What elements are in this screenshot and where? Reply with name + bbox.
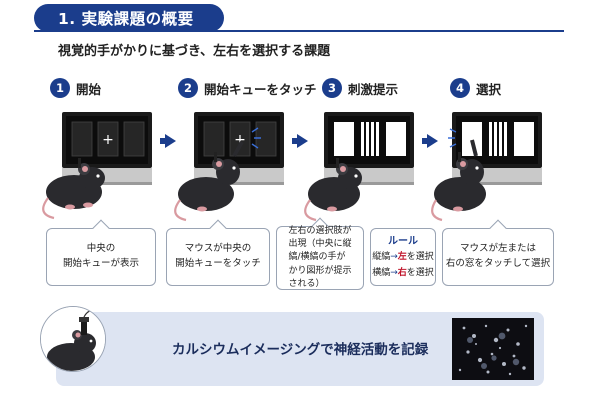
rule-box: ルール 縦縞→左を選択 横縞→右を選択 <box>370 228 436 286</box>
callout-step-3-text: 左右の選択肢が 出現（中央に縦 縞/横縞の手が かり図形が提示 される） <box>288 226 352 289</box>
touchscreen-icon <box>324 112 414 185</box>
imaging-panel-text: カルシウムイメージングで神経活動を記録 <box>172 342 429 358</box>
arrow-shaft-3 <box>422 138 428 144</box>
step-3-number: 3 <box>322 78 342 98</box>
callout-step-3: 左右の選択肢が 出現（中央に縦 縞/横縞の手が かり図形が提示 される） <box>276 217 364 290</box>
callout-step-1: 中央の 開始キューが表示 <box>46 219 156 286</box>
title-underline <box>34 30 564 32</box>
callout-step-4-text: マウスが左または 右の窓をタッチして選択 <box>445 243 551 269</box>
start-cue-glyph: + <box>234 132 246 148</box>
mouse-icon <box>42 158 105 220</box>
step-1-number: 1 <box>50 78 70 98</box>
section-title-text: 1. 実験課題の概要 <box>58 10 194 28</box>
step-4-header: 4 選択 <box>450 78 501 98</box>
rule-row-vertical: 縦縞→左を選択 <box>372 252 434 263</box>
touchscreen-icon: + <box>62 112 152 185</box>
start-cue-glyph: + <box>102 132 114 148</box>
step-3-label: 刺激提示 <box>348 81 399 97</box>
arrow-shaft-1 <box>160 138 166 144</box>
step-2-number: 2 <box>178 78 198 98</box>
arrow-shaft-2 <box>292 138 298 144</box>
scene-3-illustration <box>304 112 414 222</box>
step-arrow-icon <box>427 134 438 148</box>
callout-step-4: マウスが左または 右の窓をタッチして選択 <box>442 219 554 286</box>
rule-title: ルール <box>388 236 418 248</box>
step-1-header: 1 開始 <box>50 78 101 98</box>
step-arrow-icon <box>165 134 176 148</box>
mouse-with-microscope-icon <box>41 307 105 371</box>
neuron-fluorescence-image <box>452 318 534 380</box>
mouse-icon <box>174 141 244 222</box>
step-3-header: 3 刺激提示 <box>322 78 398 98</box>
subtitle: 視覚的手がかりに基づき、左右を選択する課題 <box>58 44 331 59</box>
vertical-stripes-icon <box>489 122 507 156</box>
step-arrow-icon <box>297 134 308 148</box>
callout-step-2: マウスが中央の 開始キューをタッチ <box>166 219 270 286</box>
mouse-icon <box>431 139 486 222</box>
callout-step-1-text: 中央の 開始キューが表示 <box>62 243 139 269</box>
imaging-mouse-illustration <box>40 306 106 372</box>
scene-2-illustration: + <box>174 112 284 222</box>
scene-4-illustration <box>431 112 542 222</box>
step-4-number: 4 <box>450 78 470 98</box>
vertical-stripes-icon <box>361 122 379 156</box>
imaging-panel: カルシウムイメージングで神経活動を記録 <box>56 312 544 386</box>
section-title: 1. 実験課題の概要 <box>34 4 224 32</box>
step-1-label: 開始 <box>76 81 102 97</box>
scene-1-illustration: + <box>42 112 152 220</box>
step-2-header: 2 開始キューをタッチ <box>178 78 317 98</box>
mouse-icon <box>304 158 362 222</box>
rule-row-horizontal: 横縞→右を選択 <box>372 267 434 278</box>
step-2-label: 開始キューをタッチ <box>204 81 317 97</box>
callout-step-2-text: マウスが中央の 開始キューをタッチ <box>175 243 261 269</box>
step-4-label: 選択 <box>476 81 502 97</box>
